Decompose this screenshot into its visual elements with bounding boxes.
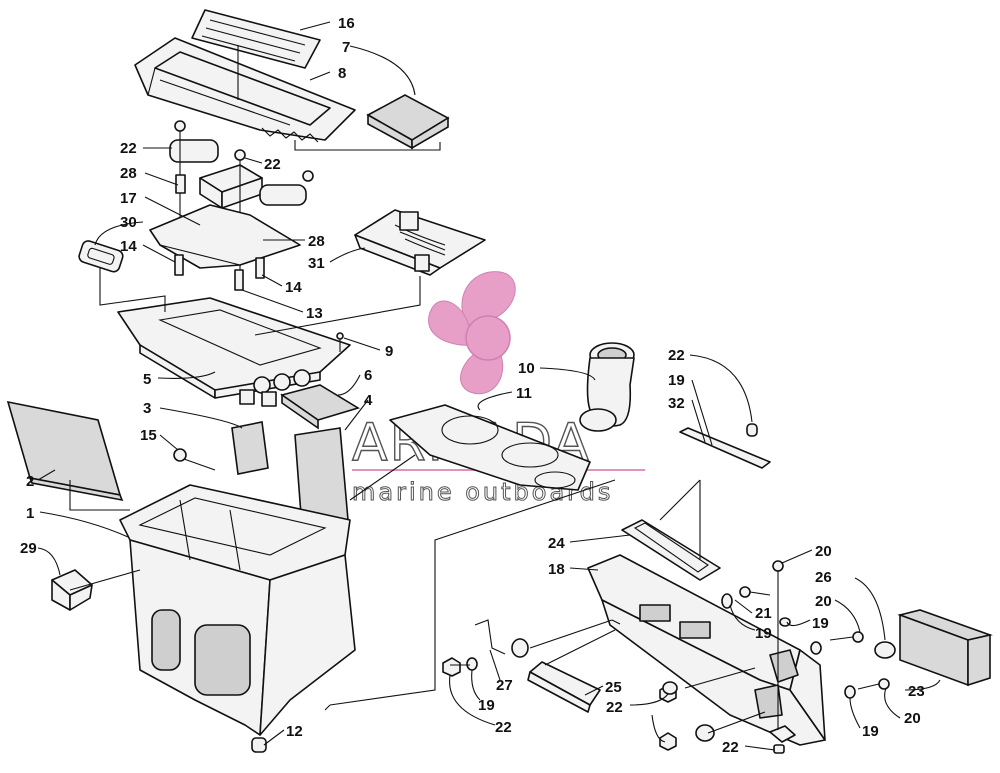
propeller-icon bbox=[428, 271, 516, 395]
callout-4: 4 bbox=[364, 392, 373, 409]
part-bolt-20-horizontal bbox=[829, 631, 890, 690]
callout-12: 12 bbox=[286, 723, 303, 740]
callout-28: 28 bbox=[120, 165, 137, 182]
callout-16: 16 bbox=[338, 15, 355, 32]
callout-5: 5 bbox=[143, 371, 151, 388]
part-foam-block-2 bbox=[6, 400, 124, 502]
callout-19: 19 bbox=[812, 615, 829, 632]
callout-labels: 16 7 8 22 22 28 17 30 14 28 31 14 13 9 5… bbox=[20, 15, 925, 756]
part-handle-25 bbox=[527, 661, 601, 713]
callout-22: 22 bbox=[120, 140, 137, 157]
callout-29: 29 bbox=[20, 540, 37, 557]
part-filter-element-7 bbox=[366, 94, 450, 150]
callout-19: 19 bbox=[862, 723, 879, 740]
callout-31: 31 bbox=[308, 255, 325, 272]
part-junction-box-31 bbox=[354, 209, 486, 276]
callout-27: 27 bbox=[496, 677, 513, 694]
callout-25: 25 bbox=[605, 679, 622, 696]
part-clip-29 bbox=[51, 569, 93, 611]
callout-2: 2 bbox=[26, 473, 34, 490]
callout-15: 15 bbox=[140, 427, 157, 444]
part-gasket-24 bbox=[621, 519, 721, 581]
part-intake-18 bbox=[587, 554, 826, 746]
part-nut-22-left bbox=[442, 657, 478, 677]
callout-32: 32 bbox=[668, 395, 685, 412]
part-nuts-22-bottom bbox=[659, 681, 796, 754]
part-solenoid-left bbox=[169, 120, 219, 220]
callout-18: 18 bbox=[548, 561, 565, 578]
part-cap-22 bbox=[746, 423, 758, 437]
part-gasket-11 bbox=[389, 404, 591, 491]
callout-28: 28 bbox=[308, 233, 325, 250]
part-top-cover bbox=[134, 37, 356, 143]
part-foam-6 bbox=[280, 384, 360, 430]
part-relay-block bbox=[199, 149, 263, 270]
part-label-decal bbox=[191, 9, 321, 69]
part-foam-3 bbox=[231, 421, 269, 475]
callout-24: 24 bbox=[548, 535, 565, 552]
callout-22: 22 bbox=[495, 719, 512, 736]
callout-8: 8 bbox=[338, 65, 346, 82]
callout-20: 20 bbox=[904, 710, 921, 727]
leader-lines bbox=[37, 21, 941, 751]
callout-9: 9 bbox=[385, 343, 393, 360]
callout-21: 21 bbox=[755, 605, 772, 622]
callout-14: 14 bbox=[285, 279, 302, 296]
part-grommet-30 bbox=[78, 240, 124, 273]
callout-19: 19 bbox=[668, 372, 685, 389]
callout-3: 3 bbox=[143, 400, 151, 417]
part-bolt-21 bbox=[739, 586, 771, 598]
callout-22: 22 bbox=[722, 739, 739, 756]
part-tray-5 bbox=[117, 297, 351, 407]
callout-23: 23 bbox=[908, 683, 925, 700]
part-airbox-1 bbox=[119, 484, 356, 753]
callout-22: 22 bbox=[606, 699, 623, 716]
part-spring-27 bbox=[474, 619, 529, 658]
part-screw-9 bbox=[336, 332, 344, 352]
callout-1: 1 bbox=[26, 505, 34, 522]
callout-14: 14 bbox=[120, 238, 137, 255]
callout-7: 7 bbox=[342, 39, 350, 56]
callout-30: 30 bbox=[120, 214, 137, 231]
part-mounting-bracket-17 bbox=[149, 204, 301, 291]
callout-13: 13 bbox=[306, 305, 323, 322]
part-strip-32 bbox=[679, 427, 771, 469]
callout-26: 26 bbox=[815, 569, 832, 586]
part-duct-10 bbox=[579, 342, 635, 432]
callout-20: 20 bbox=[815, 543, 832, 560]
callout-6: 6 bbox=[364, 367, 372, 384]
callout-20: 20 bbox=[815, 593, 832, 610]
callout-19: 19 bbox=[478, 697, 495, 714]
part-filter-23 bbox=[897, 609, 993, 687]
assembly-lines bbox=[69, 140, 779, 734]
part-bolt-20-vertical bbox=[772, 560, 784, 605]
callout-11: 11 bbox=[516, 385, 532, 402]
part-plug-26 bbox=[874, 641, 896, 659]
callout-19: 19 bbox=[755, 625, 772, 642]
callout-22: 22 bbox=[668, 347, 685, 364]
callout-10: 10 bbox=[518, 360, 535, 377]
callout-22: 22 bbox=[264, 156, 281, 173]
part-fastener-15 bbox=[173, 448, 216, 471]
callout-17: 17 bbox=[120, 190, 137, 207]
